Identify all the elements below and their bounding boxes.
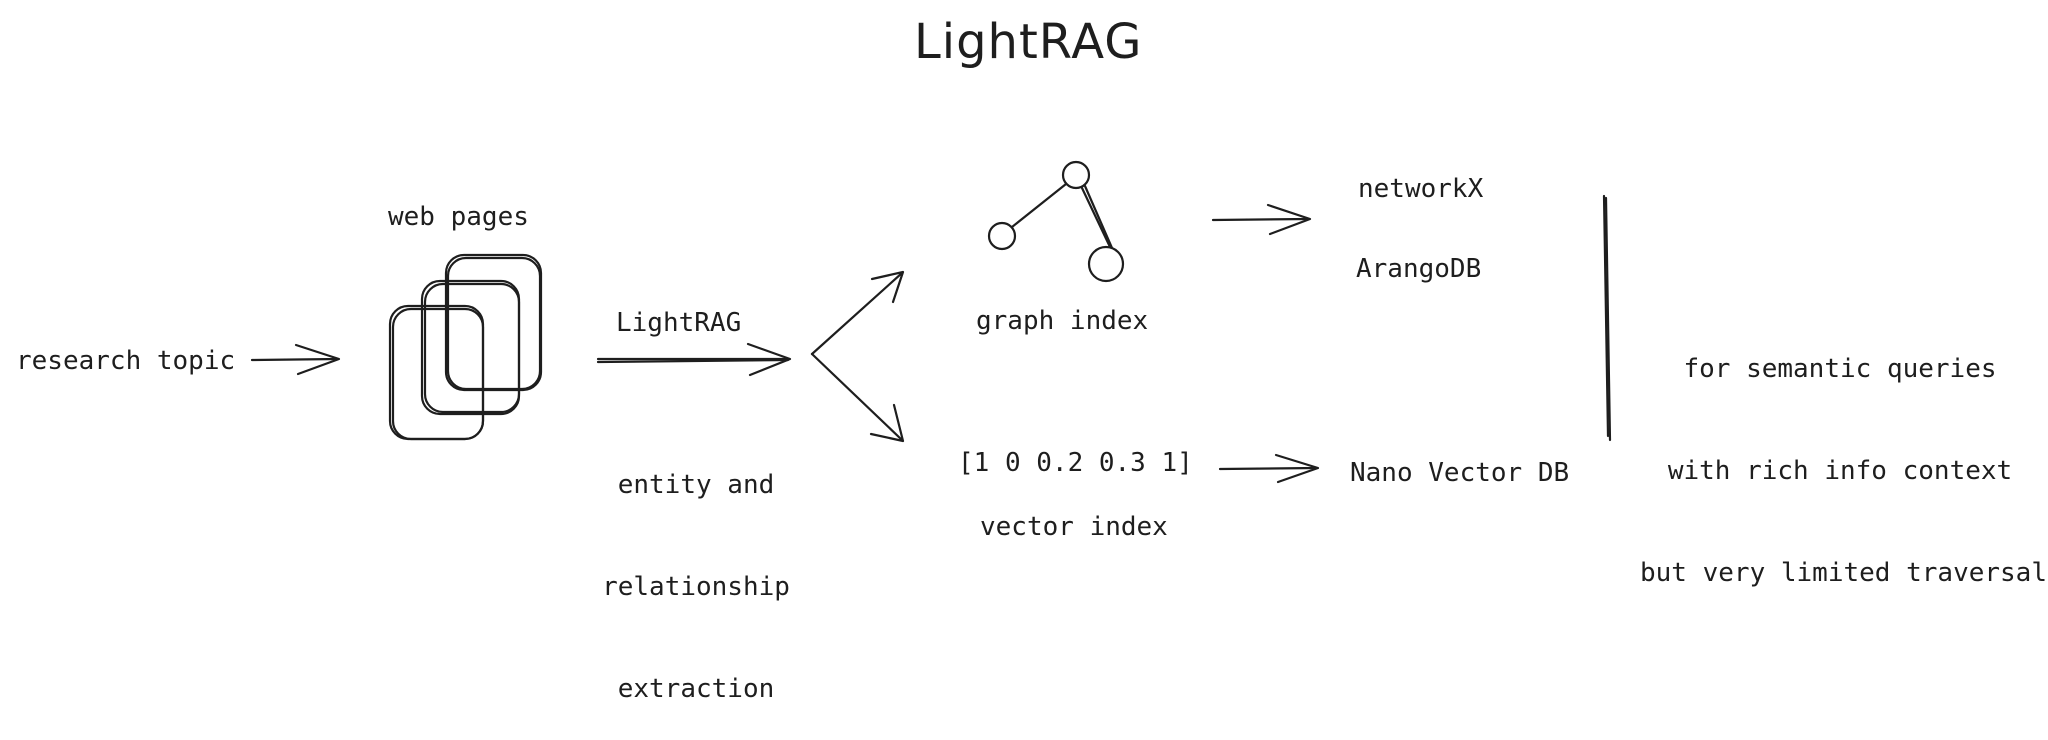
lightrag-arrow-label: LightRAG: [616, 308, 742, 338]
extraction-caption-line: relationship: [602, 572, 790, 602]
arrow-vector-to-store: [1218, 453, 1320, 484]
vector-index-label: vector index: [980, 512, 1168, 542]
arrow-graph-to-stores: [1211, 203, 1312, 236]
graph-store-networkx: networkX: [1358, 174, 1484, 204]
extraction-caption-line: entity and: [617, 470, 775, 500]
arrow-topic-to-pages: [250, 343, 341, 376]
graph-index-label: graph index: [976, 306, 1149, 336]
semantic-note-line: with rich info context: [1667, 456, 2013, 486]
semantic-note-line: for semantic queries: [1683, 354, 1997, 384]
diagram-canvas: [250, 160, 1612, 484]
graph-icon: [987, 160, 1125, 283]
vector-store-label: Nano Vector DB: [1350, 458, 1570, 488]
vector-example-label: [1 0 0.2 0.3 1]: [958, 448, 1193, 478]
semantic-note-line: but very limited traversal: [1640, 558, 2047, 588]
web-pages-icon: [388, 253, 543, 441]
arrow-to-graph-index: [810, 270, 905, 356]
graph-store-arangodb: ArangoDB: [1356, 254, 1482, 284]
extraction-caption-line: extraction: [617, 674, 775, 704]
diagram-title: LightRAG: [914, 14, 1143, 70]
divider-line: [1602, 194, 1612, 442]
extraction-caption: entity and relationship extraction: [596, 400, 796, 740]
arrow-lightrag-extraction: [596, 342, 792, 377]
semantic-note: for semantic queries with rich info cont…: [1640, 284, 2047, 624]
research-topic-label: research topic: [16, 346, 236, 376]
web-pages-label: web pages: [388, 202, 529, 232]
arrow-to-vector-index: [810, 352, 905, 443]
